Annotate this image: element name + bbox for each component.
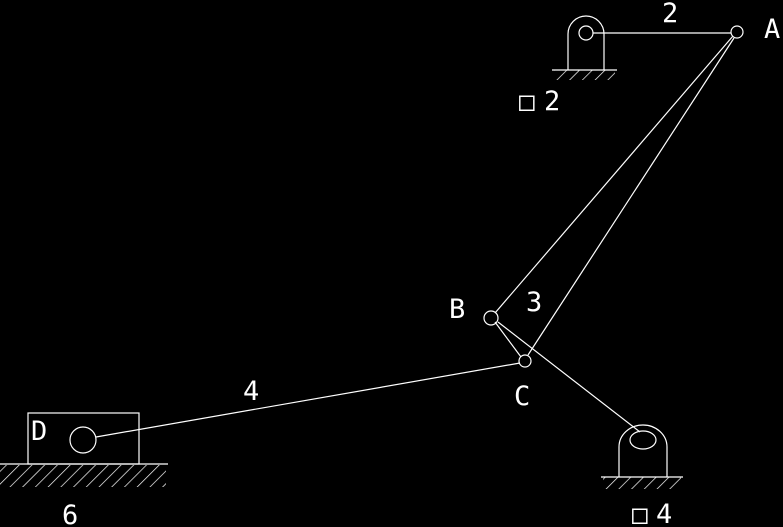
link-4 (95, 362, 521, 438)
label-joint-d: D (31, 416, 47, 447)
label-link-3: 3 (526, 287, 542, 318)
joint-c-circle (518, 354, 532, 368)
label-pivot-o4-number: 4 (656, 499, 672, 527)
joint-b-circle (483, 310, 499, 326)
joint-d-circle (69, 426, 97, 454)
label-joint-c: C (514, 381, 530, 412)
pivot-pin-o4 (629, 430, 657, 450)
pivot-o4-support (601, 424, 683, 489)
label-pivot-o2-number: 2 (544, 86, 560, 117)
label-ground-6: 6 (62, 500, 78, 527)
link-b-o4 (497, 321, 641, 433)
label-pivot-o4-symbol: □ (632, 500, 648, 527)
pivot-pin-o2 (578, 25, 594, 41)
pivot-o2-support (552, 15, 617, 80)
label-pivot-o2-symbol: □ (519, 87, 535, 117)
label-link-4: 4 (243, 376, 259, 407)
pivot-bracket-o2 (567, 15, 605, 70)
label-link-2: 2 (662, 0, 678, 29)
ground-hatch-o2 (554, 70, 615, 80)
link-3-side-bc (494, 321, 522, 358)
label-joint-a: A (764, 14, 780, 45)
ground-hatch-6 (0, 465, 166, 487)
pivot-bracket-o4 (618, 424, 668, 477)
label-joint-b: B (449, 294, 465, 325)
ground-6 (0, 463, 168, 487)
link-3-side-ab (494, 35, 734, 314)
link-3-side-ac (527, 37, 735, 356)
ground-hatch-o4 (603, 477, 681, 489)
joint-a-circle (730, 25, 744, 39)
